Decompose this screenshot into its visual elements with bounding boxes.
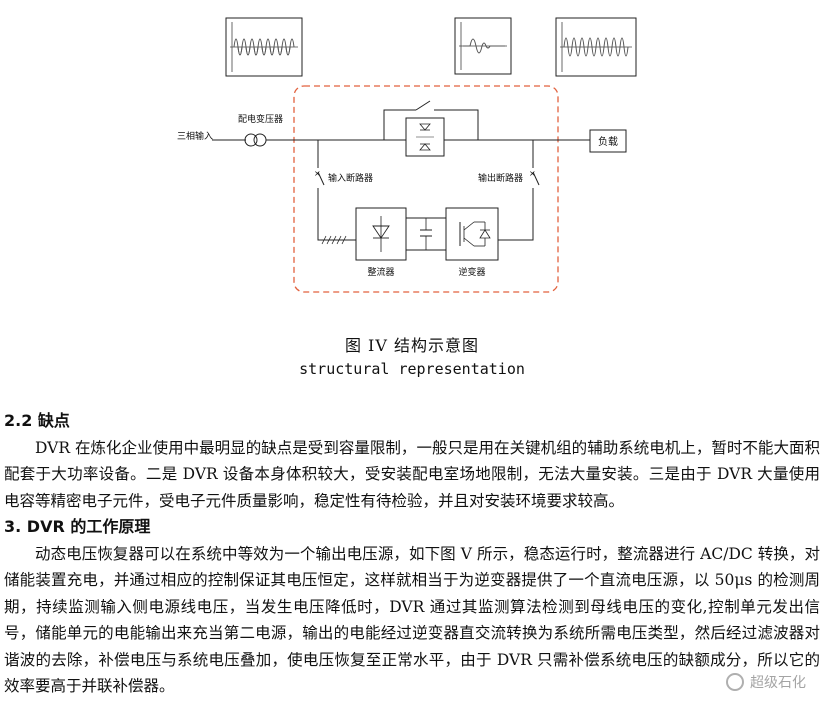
section-2-2: 2.2 缺点 DVR 在炼化企业使用中最明显的缺点是受到容量限制，一般只是用在关… (4, 408, 820, 700)
dvr-structure-diagram: 负载 三相输入 配电变压器 × 输入断路器 × 输出断路器 整流器 (177, 17, 637, 293)
watermark-logo-icon (726, 673, 744, 691)
inverter-block (445, 207, 499, 261)
figure-caption-en: structural representation (299, 360, 525, 378)
output-waveform-panel (555, 17, 637, 77)
inverter-label: 逆变器 (458, 266, 485, 278)
figure-caption-cn: 图 IV 结构示意图 (344, 336, 480, 355)
series-transformer-symbol (321, 235, 347, 245)
input-breaker-label: 输入断路器 (328, 172, 373, 184)
compensation-waveform-panel (454, 17, 512, 75)
three-phase-input-label: 三相输入 (177, 130, 213, 142)
dvr-boundary (293, 85, 559, 293)
distribution-transformer-symbol (244, 133, 267, 147)
load-label: 负载 (598, 135, 618, 148)
distribution-transformer-label: 配电变压器 (238, 113, 283, 125)
output-breaker-label: 输出断路器 (478, 172, 523, 184)
rectifier-label: 整流器 (367, 266, 394, 278)
load-box (589, 129, 627, 153)
section-2-2-paragraph: DVR 在炼化企业使用中最明显的缺点是受到容量限制，一般只是用在关键机组的辅助系… (4, 438, 820, 510)
dc-link-capacitor (406, 217, 446, 251)
section-2-2-heading: 2.2 缺点 (4, 411, 70, 430)
svg-text:×: × (529, 169, 536, 178)
rectifier-block (355, 207, 407, 261)
watermark: 超级石化 (726, 672, 806, 692)
section-3-heading: 3. DVR 的工作原理 (4, 517, 151, 536)
watermark-text: 超级石化 (750, 675, 806, 691)
input-waveform-panel (225, 17, 303, 77)
section-3-paragraph: 动态电压恢复器可以在系统中等效为一个输出电压源，如下图 V 所示，稳态运行时，整… (4, 544, 820, 696)
svg-text:×: × (314, 169, 321, 178)
bypass-switch-box (384, 117, 478, 157)
